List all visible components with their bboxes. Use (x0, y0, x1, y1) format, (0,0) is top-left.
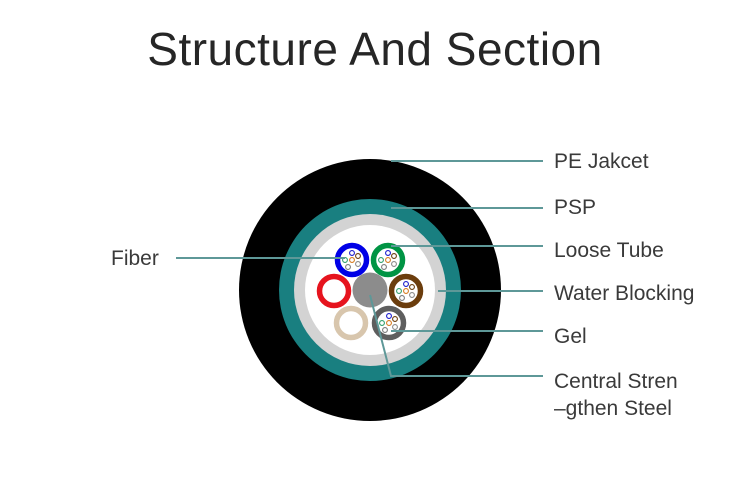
loose-tube-blue (334, 242, 370, 278)
fiber-strand (399, 295, 405, 301)
page-title: Structure And Section (147, 23, 603, 75)
label-water-blocking: Water Blocking (554, 282, 695, 305)
label-central-strength-line1: Central Stren (554, 370, 678, 393)
fiber-strand (385, 250, 391, 256)
label-pe-jacket: PE Jakcet (554, 150, 649, 173)
fiber-strand (386, 313, 392, 319)
fiber-strand (349, 257, 355, 263)
fiber-strand (403, 288, 409, 294)
central-strength-member (352, 272, 388, 308)
fiber-strand (392, 324, 398, 330)
fiber-strand (385, 257, 391, 263)
fiber-strand (355, 253, 361, 259)
fiber-strand (409, 292, 415, 298)
fiber-strand (403, 281, 409, 287)
fiber-strand (392, 316, 398, 322)
fiber-strand (378, 257, 384, 263)
loose-tube-dark-grey (371, 305, 407, 341)
fiber-strand (391, 253, 397, 259)
fiber-strand (409, 284, 415, 290)
fiber-strand (379, 320, 385, 326)
loose-tube-red (316, 273, 352, 309)
loose-tube-green (370, 242, 406, 278)
fiber-strand (382, 327, 388, 333)
label-fiber: Fiber (111, 247, 159, 270)
label-central-strength-line2: –gthen Steel (554, 397, 672, 420)
fiber-strand (396, 288, 402, 294)
leader-lines (176, 160, 543, 377)
loose-tube-beige (333, 305, 369, 341)
loose-tube-brown (388, 273, 424, 309)
label-gel: Gel (554, 325, 587, 348)
leader-central-strength (369, 294, 543, 377)
loose-tubes (316, 242, 424, 341)
fiber-strand (349, 250, 355, 256)
fiber-strand (386, 320, 392, 326)
label-psp: PSP (554, 196, 597, 219)
fiber-strand (381, 264, 387, 270)
fiber-strand (391, 261, 397, 267)
fiber-strand (345, 264, 351, 270)
fiber-strand (355, 261, 361, 267)
label-loose-tube: Loose Tube (554, 239, 664, 262)
